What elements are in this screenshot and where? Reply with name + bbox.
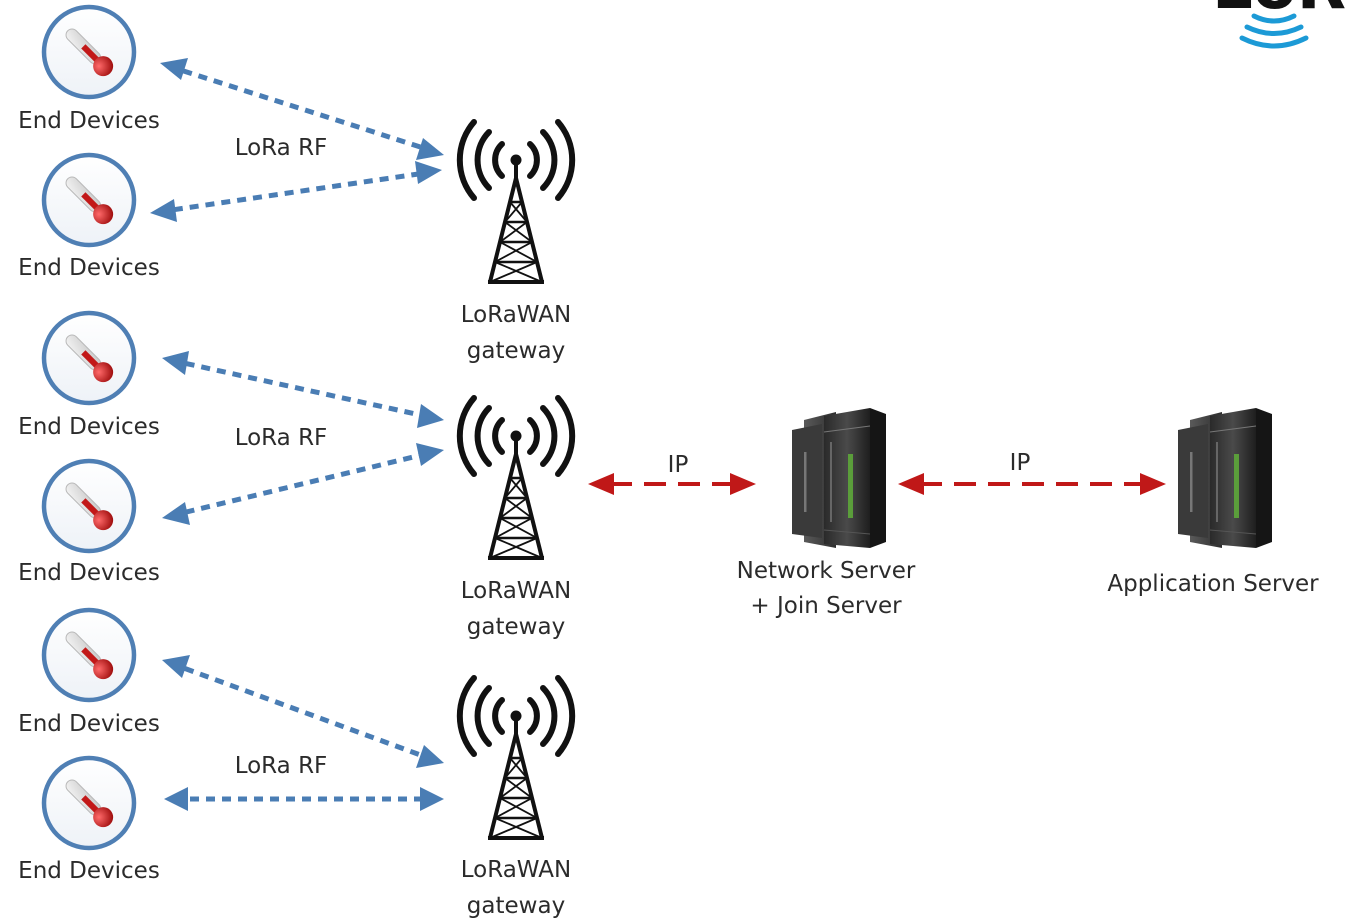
lora-rf-label: LoRa RF	[235, 753, 328, 779]
arrowhead-icon	[162, 351, 189, 375]
server-rack-icon	[1177, 407, 1273, 549]
arrowhead-icon	[160, 58, 188, 80]
thermometer-icon	[44, 610, 134, 700]
arrowhead-icon	[416, 745, 444, 768]
arrowhead-icon	[588, 473, 614, 495]
application-server-label: Application Server	[1107, 571, 1319, 597]
gateway-label: gateway	[467, 338, 565, 364]
gateway-label: gateway	[467, 614, 565, 640]
rf-link	[150, 161, 442, 222]
end-devices-label: End Devices	[18, 711, 160, 737]
arrowhead-icon	[416, 443, 444, 466]
gateway-label: LoRaWAN	[461, 578, 571, 604]
thermometer-icon	[44, 7, 134, 97]
arrowhead-icon	[417, 404, 444, 428]
ip-label: IP	[668, 452, 689, 478]
arrowhead-icon	[730, 473, 756, 495]
group-1: End Devices End Devices LoRa RF LoRaWAN …	[18, 7, 572, 364]
group-3: End Devices End Devices LoRa RF LoRaWAN …	[18, 610, 572, 918]
thermometer-icon	[44, 758, 134, 848]
arrowhead-icon	[415, 161, 442, 184]
arrowhead-icon	[898, 473, 924, 495]
rf-link	[160, 58, 444, 160]
ip-link-gateway-network: IP	[588, 452, 756, 495]
ip-label: IP	[1010, 450, 1031, 476]
gateway-tower-icon	[460, 122, 572, 284]
rf-link	[162, 655, 444, 768]
gateway-tower-icon	[460, 678, 572, 840]
gateway-label: LoRaWAN	[461, 857, 571, 883]
arrowhead-icon	[162, 655, 190, 678]
thermometer-icon	[44, 461, 134, 551]
end-devices-label: End Devices	[18, 858, 160, 884]
end-devices-label: End Devices	[18, 414, 160, 440]
end-devices-label: End Devices	[18, 560, 160, 586]
ip-link-network-application: IP	[898, 450, 1166, 495]
logo-waves-icon	[1239, 13, 1309, 49]
rf-link	[162, 351, 444, 428]
gateway-tower-icon	[460, 398, 572, 560]
arrowhead-icon	[164, 787, 188, 811]
lora-logo: LoR	[1212, 0, 1346, 49]
arrowhead-icon	[420, 787, 444, 811]
network-server-label: Network Server	[737, 558, 916, 584]
arrowhead-icon	[162, 502, 190, 525]
end-devices-label: End Devices	[18, 255, 160, 281]
join-server-label: + Join Server	[750, 593, 902, 619]
rf-link	[164, 787, 444, 811]
rf-link	[162, 443, 444, 525]
arrowhead-icon	[416, 138, 444, 160]
gateway-label: gateway	[467, 893, 565, 918]
group-2: End Devices End Devices LoRa RF LoRaWAN …	[18, 313, 572, 640]
arrowhead-icon	[150, 199, 177, 222]
network-server: Network Server + Join Server	[737, 407, 916, 619]
application-server: Application Server	[1107, 407, 1319, 597]
lora-rf-label: LoRa RF	[235, 135, 328, 161]
thermometer-icon	[44, 313, 134, 403]
lora-rf-label: LoRa RF	[235, 425, 328, 451]
end-devices-label: End Devices	[18, 108, 160, 134]
thermometer-icon	[44, 155, 134, 245]
server-rack-icon	[791, 407, 887, 549]
arrowhead-icon	[1140, 473, 1166, 495]
gateway-label: LoRaWAN	[461, 302, 571, 328]
